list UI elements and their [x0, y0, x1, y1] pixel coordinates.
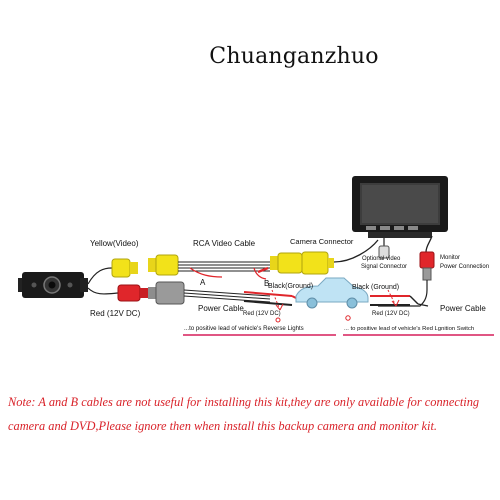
ground-arrow-left [271, 289, 284, 311]
power-cable-bundle [183, 289, 299, 306]
label-red-12v-left: Red (12V DC) [243, 311, 281, 317]
label-black-ground-right: Black (Ground) [352, 284, 399, 291]
rca-cable-left-connector [148, 254, 179, 276]
dot-marker-right [345, 315, 351, 321]
label-power-connection: Power Connection [440, 264, 489, 270]
label-rca-cable: RCA Video Cable [193, 239, 256, 248]
label-optional-video: Optional video [362, 256, 401, 262]
monitor [352, 176, 448, 238]
label-camera-connector: Camera Connector [290, 237, 354, 246]
label-reverse-lights: ...to positive lead of vehicle's Reverse… [184, 325, 304, 332]
monitor-video-wire [333, 239, 379, 263]
red-power-connector [117, 284, 148, 302]
camera-wire [87, 267, 113, 285]
label-red-12v-right: Red (12V DC) [372, 311, 410, 317]
ground-arrow-right [387, 289, 400, 307]
yellow-rca-connector [111, 258, 138, 278]
right-power-wires [370, 295, 429, 307]
label-monitor: Monitor [440, 255, 460, 261]
label-b: B [264, 279, 269, 288]
label-power-cable-left: Power Cable [198, 304, 244, 313]
label-ignition-switch: ... to positive lead of vehicle's Red Lg… [344, 326, 474, 332]
monitor-power-lead [378, 280, 428, 307]
label-red-12v: Red (12V DC) [90, 309, 141, 318]
note-line-2: camera and DVD,Please ignore then when i… [8, 419, 438, 433]
gray-power-connector [148, 281, 185, 305]
monitor-power-connector [419, 251, 435, 281]
rca-video-cable [178, 261, 270, 280]
backup-camera [18, 272, 88, 298]
installation-note: Note: A and B cables are not useful for … [8, 390, 494, 438]
label-yellow-video: Yellow(Video) [90, 239, 139, 248]
label-black-ground-left: Black(Ground) [268, 283, 313, 290]
label-a: A [200, 278, 206, 287]
optional-video-plug [378, 238, 390, 259]
camera-wire [87, 287, 119, 295]
label-signal-connector: Signal Connector [361, 264, 407, 270]
camera-connector-plug [270, 252, 303, 274]
note-line-1: Note: A and B cables are not useful for … [8, 395, 480, 409]
label-power-cable-right: Power Cable [440, 304, 486, 313]
monitor-power-wire [425, 235, 433, 253]
brand-title: Chuanganzhuo [209, 44, 379, 69]
car-icon [295, 277, 369, 309]
dot-marker-left [275, 317, 281, 323]
camera-connector-socket [301, 251, 334, 275]
